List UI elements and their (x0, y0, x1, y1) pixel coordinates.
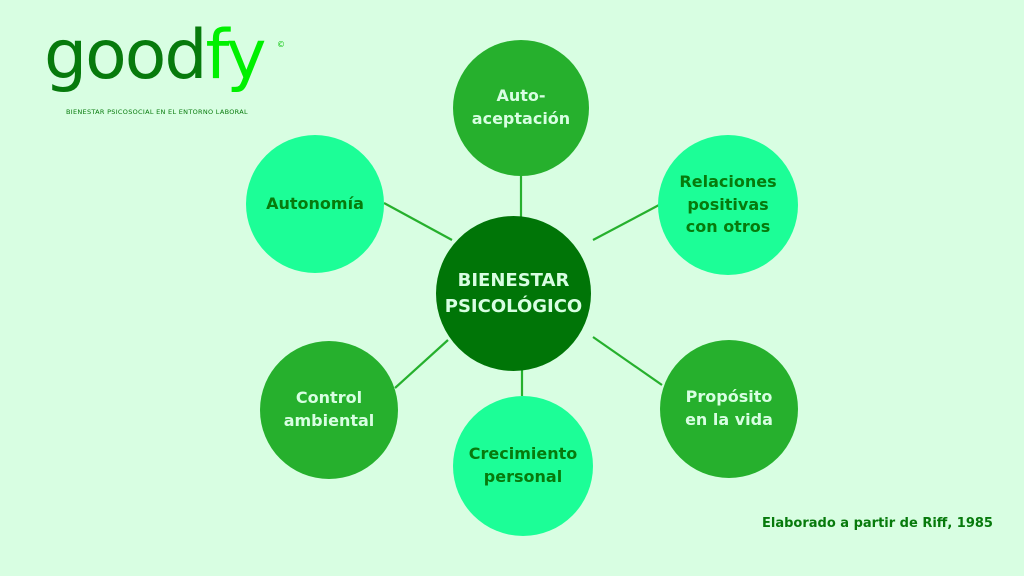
node-label-line2: positivas (687, 194, 769, 214)
connector-control (394, 339, 449, 389)
node-control-ambiental: Control ambiental (260, 341, 398, 479)
logo-word-dark: good (44, 16, 208, 95)
center-node-line1: BIENESTAR (457, 269, 570, 291)
node-auto-aceptacion: Auto- aceptación (453, 40, 589, 176)
node-label-line1: Auto- (496, 86, 546, 106)
node-label-line2: en la vida (685, 410, 773, 429)
registered-mark-icon: © (277, 40, 285, 49)
connector-autonomia (383, 202, 453, 241)
node-label-line3: con otros (685, 217, 771, 237)
node-label-line1: Crecimiento (468, 444, 578, 464)
node-autonomia: Autonomía (246, 135, 384, 273)
source-credit: Elaborado a partir de Riff, 1985 (762, 516, 993, 531)
connector-proposito (592, 336, 663, 386)
node-label-line2: ambiental (283, 411, 375, 430)
connector-relaciones (592, 204, 660, 241)
node-crecimiento-personal: Crecimiento personal (453, 396, 593, 536)
logo-wordmark: goodfy (44, 22, 267, 90)
node-label-line2: aceptación (471, 109, 571, 128)
node-label-line1: Control (295, 388, 363, 408)
center-node-bienestar-psicologico: BIENESTAR PSICOLÓGICO (436, 216, 591, 371)
logo-word-bright: fy (205, 16, 267, 95)
node-relaciones-positivas: Relaciones positivas con otros (658, 135, 798, 275)
node-label-line1: Autonomía (266, 193, 364, 213)
logo-tagline: BIENESTAR PSICOSOCIAL EN EL ENTORNO LABO… (66, 108, 248, 116)
center-node-line2: PSICOLÓGICO (444, 295, 583, 317)
node-label-line2: personal (483, 467, 563, 486)
node-label-line1: Propósito (685, 387, 773, 407)
node-proposito-vida: Propósito en la vida (660, 340, 798, 478)
node-label-line1: Relaciones (679, 171, 777, 191)
goodfy-logo: goodfy © BIENESTAR PSICOSOCIAL EN EL ENT… (44, 22, 294, 122)
